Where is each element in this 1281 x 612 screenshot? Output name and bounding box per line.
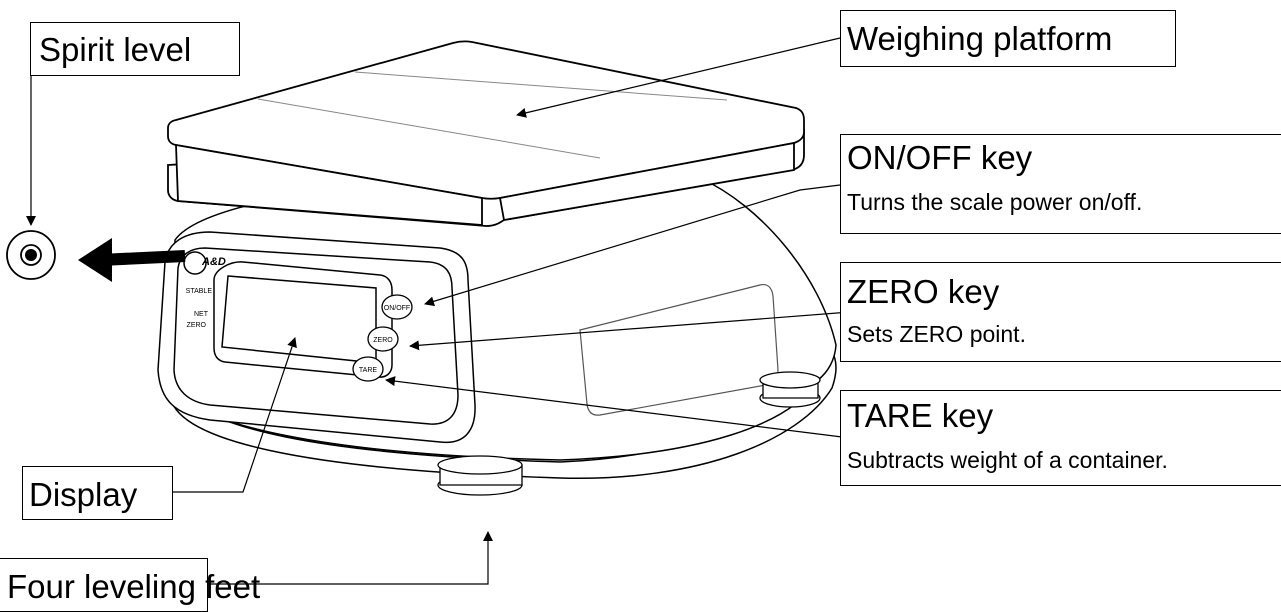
zero-key-title: ZERO key xyxy=(847,273,1000,310)
tare-key-box: TARE key Subtracts weight of a container… xyxy=(840,390,1281,486)
on-off-key-box: ON/OFF key Turns the scale power on/off. xyxy=(840,134,1281,234)
on-off-key-title: ON/OFF key xyxy=(847,139,1033,176)
display-box: Display xyxy=(22,466,173,520)
display-title: Display xyxy=(29,476,138,513)
key-zero-label: ZERO xyxy=(373,337,393,344)
display-leader xyxy=(173,337,297,493)
spirit-level-box: Spirit level xyxy=(30,22,240,76)
weighing-platform-title: Weighing platform xyxy=(847,20,1113,57)
indicator-zero: ZERO xyxy=(187,322,207,329)
front-panel xyxy=(157,231,476,444)
spirit-level-icon xyxy=(6,230,56,280)
spirit-level-big-arrow-shaft xyxy=(99,250,186,266)
tare-key-leader xyxy=(385,376,851,439)
indicator-stable: STABLE xyxy=(186,288,213,295)
key-tare xyxy=(352,356,384,382)
key-tare-label: TARE xyxy=(359,367,377,374)
zero-key-box: ZERO key Sets ZERO point. xyxy=(840,262,1281,362)
key-zero xyxy=(367,326,399,352)
weighing-platform xyxy=(167,40,805,227)
tare-key-title: TARE key xyxy=(847,397,994,434)
leveling-foot-front xyxy=(437,455,523,496)
weighing-platform-box: Weighing platform xyxy=(840,10,1176,67)
leveling-feet-leader xyxy=(205,531,493,585)
spirit-level-title: Spirit level xyxy=(39,31,192,68)
indicator-net: NET xyxy=(194,311,209,318)
leveling-feet-title: Four leveling feet xyxy=(7,568,261,605)
zero-key-leader xyxy=(409,311,851,351)
on-off-key-desc: Turns the scale power on/off. xyxy=(847,189,1143,215)
leveling-feet-box: Four leveling feet xyxy=(0,558,260,612)
on-off-leader xyxy=(424,184,841,307)
leveling-foot-rear xyxy=(759,371,821,408)
key-on-off xyxy=(381,294,413,320)
weighing-platform-leader xyxy=(516,37,841,118)
zero-key-desc: Sets ZERO point. xyxy=(847,321,1026,347)
spirit-level-big-arrow-head xyxy=(78,238,112,282)
key-on-off-label: ON/OFF xyxy=(384,305,410,312)
brand-logo: A&D xyxy=(201,256,226,268)
tare-key-desc: Subtracts weight of a container. xyxy=(847,447,1168,473)
